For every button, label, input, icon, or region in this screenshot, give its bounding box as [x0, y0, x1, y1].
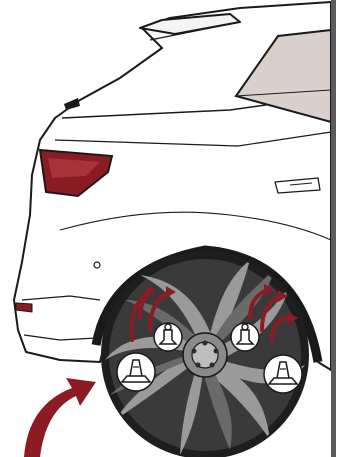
curved-arrow-icon [24, 378, 96, 457]
fitting-step-icon [231, 323, 259, 351]
panel-divider [331, 0, 336, 457]
fitting-step-icon [154, 323, 182, 351]
tire-sock-icon [264, 355, 302, 393]
tire-sock-icon [117, 353, 155, 391]
